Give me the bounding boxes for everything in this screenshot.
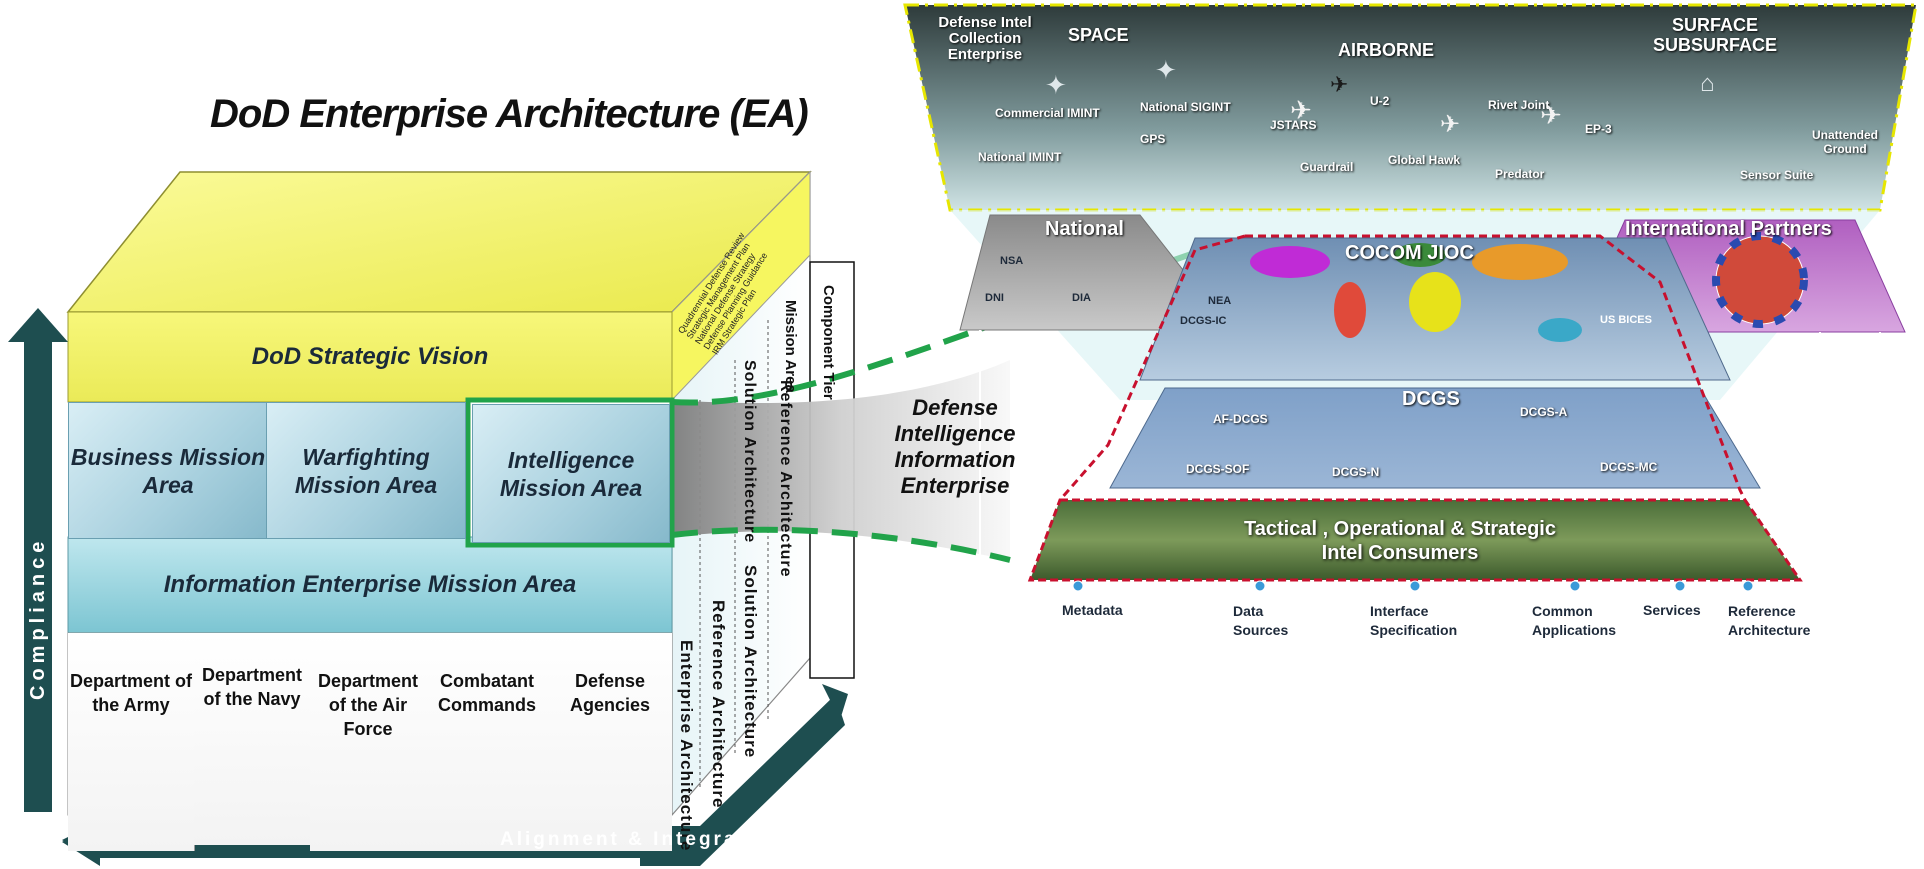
compliance-label: Compliance bbox=[27, 536, 49, 700]
warfighting-mission-area: Warfighting Mission Area bbox=[266, 402, 466, 539]
asset-label: Predator bbox=[1495, 167, 1545, 181]
continent-sa bbox=[1334, 282, 1366, 338]
aircraft-icon: ✈ bbox=[1290, 95, 1312, 125]
sensor-icon: ⌂ bbox=[1700, 70, 1715, 97]
side-reference-architecture: Reference Architecture bbox=[709, 600, 728, 809]
side-enterprise-architecture: Enterprise Architecture bbox=[677, 640, 696, 852]
bridge-label: Defense Intelligence Information Enterpr… bbox=[870, 395, 1040, 499]
compliance-shaft bbox=[24, 340, 52, 812]
national-heading: National bbox=[1045, 218, 1124, 240]
asset-label: JSTARS bbox=[1270, 118, 1317, 132]
dcgs-node: DCGS-N bbox=[1332, 465, 1380, 479]
page-title: DoD Enterprise Architecture (EA) bbox=[210, 92, 809, 136]
satellite-icon: ✦ bbox=[1045, 70, 1067, 100]
consumers-label: Tactical , Operational & Strategic Intel… bbox=[1180, 517, 1620, 565]
enterprise-boundary bbox=[1058, 234, 1747, 501]
cocom-heading: COCOM JIOC bbox=[1345, 242, 1474, 264]
service-label: Services bbox=[1643, 602, 1701, 618]
dcgs-plane bbox=[1109, 387, 1761, 489]
aircraft-icon: ✈ bbox=[1330, 72, 1349, 97]
alignment-text: Alignment & Integration bbox=[500, 829, 785, 850]
compliance-arrowhead bbox=[8, 308, 68, 342]
component-air-force: Department of the Air Force bbox=[310, 633, 427, 851]
asset-label: National SIGINT bbox=[1140, 100, 1231, 114]
dcgs-heading: DCGS bbox=[1402, 388, 1460, 410]
bridge-lower-curve bbox=[671, 526, 1011, 563]
continent-eu bbox=[1394, 243, 1446, 267]
national-node: DCGS-IC bbox=[1180, 315, 1227, 327]
asset-label: National IMINT bbox=[978, 150, 1062, 164]
asset-label: Guardrail bbox=[1300, 160, 1354, 174]
continent-af bbox=[1409, 272, 1461, 332]
service-label: Interface Specification bbox=[1370, 603, 1458, 638]
national-node: DIA bbox=[1072, 292, 1091, 304]
consumers-plane bbox=[1027, 498, 1803, 582]
side-top-reference: Reference Architecture bbox=[777, 380, 794, 578]
aircraft-icon: ✈ bbox=[1440, 111, 1461, 138]
airborne-heading: AIRBORNE bbox=[1338, 40, 1435, 60]
national-node: NEA bbox=[1208, 295, 1232, 307]
collection-header: Defense Intel Collection Enterprise bbox=[938, 14, 1032, 63]
bridge-line: Information bbox=[894, 447, 1016, 472]
bridge-line: Intelligence bbox=[894, 421, 1016, 446]
dcgs-node: DCGS-A bbox=[1520, 405, 1568, 419]
asset-label: Global Hawk bbox=[1388, 153, 1461, 167]
service-connectors bbox=[979, 330, 1881, 560]
component-combatant-commands: Combatant Commands bbox=[426, 633, 549, 851]
national-node: DNI bbox=[985, 292, 1004, 304]
asset-label: Rivet Joint bbox=[1488, 98, 1550, 112]
component-navy: Department of the Navy bbox=[194, 633, 311, 845]
bridge-line: Enterprise bbox=[900, 473, 1010, 498]
service-dots bbox=[1072, 580, 1754, 592]
international-node: US BICES bbox=[1600, 314, 1652, 326]
side-top-solution: Solution Architecture bbox=[741, 360, 758, 544]
information-enterprise-mission-area: Information Enterprise Mission Area bbox=[163, 571, 577, 598]
alignment-label: Alignment & Integration bbox=[500, 829, 784, 851]
asset-label: Commercial IMINT bbox=[995, 106, 1100, 120]
bridge-funnel bbox=[672, 360, 1010, 560]
flags-globe-pattern bbox=[1712, 232, 1808, 328]
space-heading: SPACE bbox=[1068, 25, 1129, 45]
continent-au bbox=[1538, 318, 1582, 342]
service-label: Data Sources bbox=[1233, 603, 1289, 638]
international-heading: International Partners bbox=[1625, 218, 1832, 240]
national-node: NSA bbox=[1000, 255, 1024, 267]
asset-label: EP-3 bbox=[1585, 122, 1612, 136]
surface-heading: SURFACE SUBSURFACE bbox=[1652, 15, 1777, 55]
service-label: Metadata bbox=[1062, 602, 1123, 618]
aircraft-icon: ✈ bbox=[1540, 100, 1562, 130]
bridge-line: Defense bbox=[912, 395, 998, 420]
dcgs-node: DCGS-SOF bbox=[1186, 462, 1250, 476]
component-defense-agencies: Defense Agencies bbox=[548, 633, 672, 851]
dcgs-node: DCGS-MC bbox=[1600, 460, 1658, 474]
intel-highlight bbox=[465, 397, 675, 548]
side-solution-architecture: Solution Architecture bbox=[741, 565, 760, 759]
business-mission-area: Business Mission Area bbox=[68, 402, 268, 539]
component-army: Department of the Army bbox=[68, 633, 195, 851]
integration-shaft bbox=[640, 695, 845, 866]
service-label: Reference Architecture bbox=[1728, 603, 1811, 638]
service-label: Common Applications bbox=[1532, 603, 1617, 638]
continent-as bbox=[1472, 244, 1568, 280]
side-component-tier: Component Tier bbox=[820, 285, 837, 400]
continent-na bbox=[1250, 246, 1330, 278]
dcgs-node: AF-DCGS bbox=[1213, 412, 1268, 426]
vision-face bbox=[67, 311, 673, 403]
asset-label: Sensor Suite bbox=[1740, 168, 1814, 182]
strategic-vision: DoD Strategic Vision bbox=[251, 343, 489, 370]
consumers-line: Tactical , Operational & Strategic bbox=[1244, 518, 1556, 540]
satellite-icon: ✦ bbox=[1155, 55, 1177, 85]
integration-arrowhead bbox=[822, 684, 848, 720]
consumers-line: Intel Consumers bbox=[1321, 542, 1479, 564]
asset-label: GPS bbox=[1140, 132, 1166, 146]
asset-label: Unattended Ground bbox=[1812, 128, 1878, 156]
intelligence-mission-area: Intelligence Mission Area bbox=[472, 404, 670, 543]
flags-globe bbox=[1715, 235, 1805, 325]
asset-label: U-2 bbox=[1370, 94, 1390, 108]
side-top-mission-area: Mission Area bbox=[782, 300, 799, 393]
